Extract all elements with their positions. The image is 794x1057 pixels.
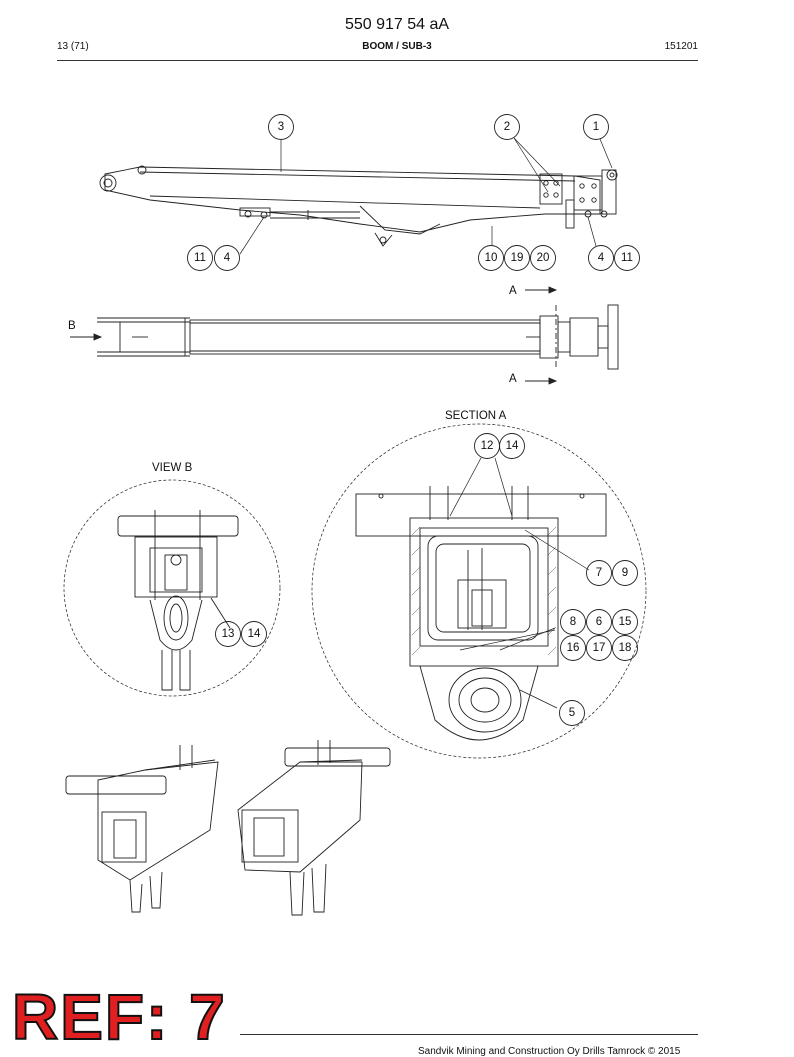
balloon-16: 16: [567, 642, 580, 654]
balloon-3: 3: [278, 121, 284, 133]
balloon-14-view: 14: [248, 628, 261, 640]
balloon-18: 18: [619, 642, 632, 654]
balloon-10: 10: [485, 252, 498, 264]
balloon-1: 1: [593, 121, 599, 133]
section-a-detail: [311, 423, 647, 759]
section-a-label: SECTION A: [445, 410, 507, 422]
balloon-8: 8: [570, 616, 576, 628]
balloon-20: 20: [537, 252, 550, 264]
balloon-11-right: 11: [621, 252, 633, 264]
balloon-6: 6: [596, 616, 602, 628]
view-marker-b: B: [68, 320, 76, 332]
reference-stamp: REF: 7: [11, 981, 227, 1053]
page-number: 13 (71): [57, 41, 89, 52]
balloon-circles: [187, 114, 640, 726]
section-marker-top: A: [509, 285, 517, 297]
document-number: 550 917 54 aA: [344, 16, 450, 33]
balloon-2: 2: [504, 121, 510, 133]
section-marker-bottom: A: [509, 373, 517, 385]
balloon-14-section: 14: [506, 440, 519, 452]
balloon-19: 19: [511, 252, 524, 264]
view-b-label: VIEW B: [152, 462, 193, 474]
balloon-13: 13: [222, 628, 235, 640]
balloon-4-left: 4: [224, 252, 231, 264]
page-title: BOOM / SUB-3: [362, 41, 432, 52]
balloon-4-right: 4: [598, 252, 605, 264]
balloon-7: 7: [596, 567, 602, 579]
balloon-15: 15: [619, 616, 632, 628]
balloon-5: 5: [569, 707, 575, 719]
footer-rule: [240, 1034, 698, 1035]
leader-lines: [239, 137, 613, 709]
view-b-detail: [63, 479, 281, 697]
isometric-view-left: [65, 745, 219, 913]
header-rule: [57, 60, 698, 61]
revision-date: 151201: [664, 41, 698, 52]
boom-side-view: [99, 165, 618, 247]
boom-top-view: [97, 304, 619, 370]
balloon-11-left: 11: [194, 252, 206, 264]
balloon-12: 12: [481, 440, 494, 452]
balloon-9: 9: [622, 567, 628, 579]
section-cut-markers: [70, 286, 558, 385]
balloon-17: 17: [593, 642, 606, 654]
footer-copyright: Sandvik Mining and Construction Oy Drill…: [418, 1046, 681, 1057]
isometric-view-right: [237, 740, 391, 916]
